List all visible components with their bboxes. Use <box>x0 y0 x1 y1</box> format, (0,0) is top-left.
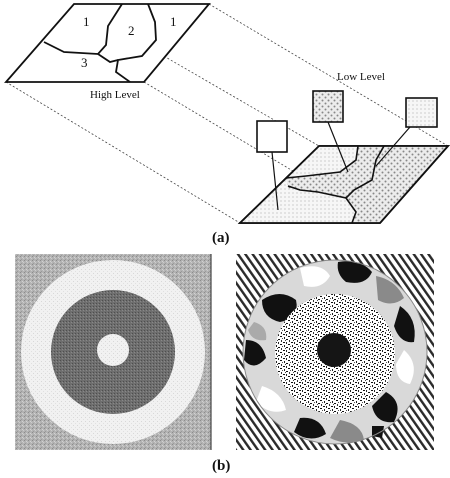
low-level-region-right <box>346 146 448 223</box>
high-level-label: High Level <box>90 89 140 101</box>
region-label-1-left: 1 <box>83 14 90 29</box>
caption-b: (b) <box>212 458 230 474</box>
model-link-middle <box>327 121 349 173</box>
model-link-right <box>375 126 411 167</box>
region-model-squares <box>256 90 438 211</box>
model-square-right <box>405 97 438 128</box>
caption-a: (a) <box>212 230 230 246</box>
model-square-middle <box>312 90 344 123</box>
high-level-plane: 1 2 1 3 <box>4 3 211 83</box>
region-label-2: 2 <box>128 23 135 38</box>
panel-a: 1 2 1 3 High Level Low Level <box>4 3 450 246</box>
model-square-left <box>256 120 288 153</box>
region-label-3: 3 <box>81 55 88 70</box>
segmentation-result <box>236 254 434 450</box>
region-label-1-right: 1 <box>170 14 177 29</box>
panel-b: (b) <box>15 254 434 474</box>
low-level-region-boundaries <box>285 145 385 224</box>
low-level-label: Low Level <box>337 71 385 83</box>
low-level-region-center <box>286 146 384 198</box>
low-level-region-left <box>240 146 358 223</box>
low-level-plane <box>237 145 450 224</box>
high-level-region-boundaries <box>43 3 157 83</box>
ring-blobs <box>244 261 415 443</box>
high-level-outline <box>4 3 211 83</box>
model-link-left <box>271 151 279 211</box>
synthetic-image <box>15 254 212 450</box>
